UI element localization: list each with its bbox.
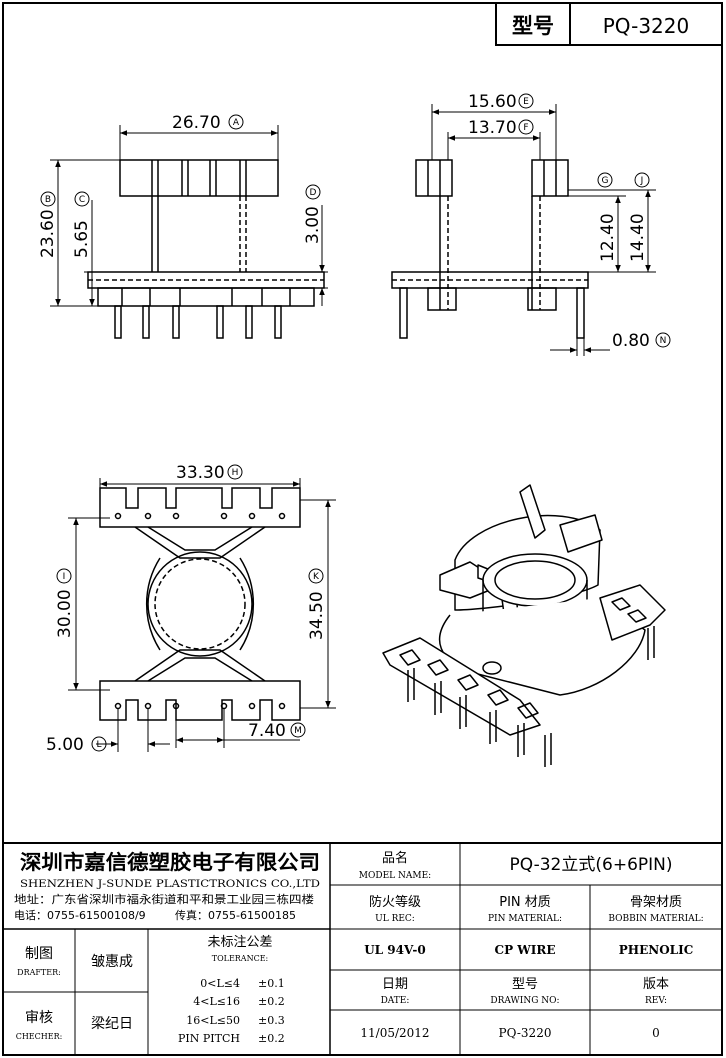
ul-rec-cn: 防火等级 [369, 894, 421, 910]
dim-C: 5.65 C [72, 191, 92, 258]
title-block-text: 深圳市嘉信德塑胶电子有限公司 SHENZHEN J-SUNDE PLASTICT… [14, 850, 704, 1045]
dim-H: 33.30 H [176, 463, 243, 483]
date-cn: 日期 [382, 977, 408, 992]
tolerance-value-4: ±0.2 [258, 1032, 285, 1045]
company-phone: 电话：0755-61500108/9 [14, 909, 146, 922]
dim-K-ref: K [313, 572, 320, 582]
dim-J: 14.40 J [628, 172, 650, 262]
checker-name: 梁纪日 [91, 1016, 133, 1032]
isometric-view [382, 484, 666, 767]
drafter-cn: 制图 [25, 946, 53, 962]
top-view-dims [68, 478, 336, 752]
dim-C-ref: C [79, 195, 85, 205]
dim-F: 13.70 F [468, 118, 534, 138]
dim-J-ref: J [640, 176, 644, 186]
pin-material-en: PIN MATERIAL: [488, 914, 562, 924]
ul-rec-value: UL 94V-0 [364, 943, 426, 957]
dim-D-value: 3.00 [303, 206, 323, 244]
checker-cn: 审核 [25, 1010, 53, 1026]
dim-L: 5.00 L [46, 735, 107, 755]
drawing-no-cn: 型号 [512, 977, 538, 992]
side-view [391, 159, 589, 339]
dim-B-value: 23.60 [38, 209, 58, 258]
drawing-no-en: DRAWING NO: [490, 996, 559, 1006]
checker-en: CHECHER: [16, 1032, 63, 1041]
tolerance-range-4: PIN PITCH [178, 1032, 240, 1045]
side-view-dims [431, 104, 656, 356]
dim-K: 34.50 K [307, 568, 327, 640]
drafter-name: 皱惠成 [91, 954, 133, 970]
date-en: DATE: [381, 996, 410, 1006]
pin-material-value: CP WIRE [495, 943, 556, 957]
dim-G-ref: G [602, 176, 609, 186]
model-name-en: MODEL NAME: [359, 871, 431, 881]
dim-I: 30.00 I [55, 568, 75, 638]
dim-I-value: 30.00 [55, 589, 75, 638]
dim-B: 23.60 B [38, 191, 58, 258]
dim-I-ref: I [63, 572, 66, 582]
dim-F-value: 13.70 [468, 118, 517, 138]
tolerance-range-2: 4<L≤16 [193, 995, 240, 1008]
bobbin-material-value: PHENOLIC [619, 943, 694, 957]
dim-D-ref: D [310, 188, 317, 198]
pin-material-cn: PIN 材质 [499, 895, 551, 910]
front-view [87, 159, 325, 339]
tolerance-value-3: ±0.3 [258, 1014, 285, 1027]
dim-D: 3.00 D [303, 184, 323, 244]
dim-M-ref: M [294, 726, 302, 736]
dim-E: 15.60 E [468, 92, 534, 112]
dim-G-value: 12.40 [598, 213, 618, 262]
dim-J-value: 14.40 [628, 213, 648, 262]
dim-K-value: 34.50 [307, 591, 327, 640]
model-name-cn: 品名 [382, 850, 408, 866]
dim-M-value: 7.40 [248, 721, 286, 741]
company-name-en: SHENZHEN J-SUNDE PLASTICTRONICS CO.,LTD [20, 879, 320, 890]
tolerance-value-2: ±0.2 [258, 995, 285, 1008]
tolerance-range-1: 0<L≤4 [200, 977, 240, 990]
top-view [99, 487, 301, 721]
dim-F-ref: F [523, 123, 528, 133]
header-model-value: PQ-3220 [603, 14, 689, 38]
bobbin-material-cn: 骨架材质 [630, 895, 682, 910]
drafter-en: DRAFTER: [17, 968, 61, 977]
front-view-dims [50, 125, 328, 307]
bobbin-material-en: BOBBIN MATERIAL: [608, 914, 703, 924]
model-name-value: PQ-32立式(6+6PIN) [510, 855, 673, 875]
rev-value: 0 [652, 1026, 660, 1040]
company-name-cn: 深圳市嘉信德塑胶电子有限公司 [20, 850, 320, 874]
dim-B-ref: B [45, 195, 51, 205]
tolerance-en: TOLERANCE: [212, 954, 269, 963]
title-block [3, 842, 722, 1055]
company-fax: 传真：0755-61500185 [175, 908, 296, 922]
dim-E-value: 15.60 [468, 92, 517, 112]
dim-G: 12.40 G [597, 172, 618, 262]
tolerance-range-3: 16<L≤50 [186, 1014, 240, 1027]
dim-E-ref: E [523, 97, 529, 107]
date-value: 11/05/2012 [360, 1026, 429, 1040]
dim-A-ref: A [233, 118, 240, 128]
drawing-no-value: PQ-3220 [499, 1026, 552, 1040]
dim-N: 0.80 N [612, 331, 671, 351]
dim-C-value: 5.65 [72, 220, 92, 258]
dim-N-value: 0.80 [612, 331, 650, 351]
tolerance-value-1: ±0.1 [258, 977, 285, 990]
dim-L-ref: L [96, 740, 101, 750]
rev-en: REV: [645, 996, 667, 1006]
dim-M: 7.40 M [248, 721, 306, 741]
dim-A-value: 26.70 [172, 113, 221, 133]
dim-A: 26.70 A [172, 113, 244, 133]
header-model-label: 型号 [512, 14, 554, 38]
header-box: 型号 PQ-3220 [495, 2, 723, 46]
dim-L-value: 5.00 [46, 735, 84, 755]
dim-N-ref: N [660, 336, 667, 346]
tolerance-cn: 未标注公差 [207, 935, 272, 950]
ul-rec-en: UL REC: [375, 914, 415, 924]
company-address: 地址：广东省深圳市福永街道和平和景工业园三栋四楼 [14, 892, 314, 906]
rev-cn: 版本 [643, 977, 669, 992]
dim-H-ref: H [232, 468, 239, 478]
dim-H-value: 33.30 [176, 463, 225, 483]
